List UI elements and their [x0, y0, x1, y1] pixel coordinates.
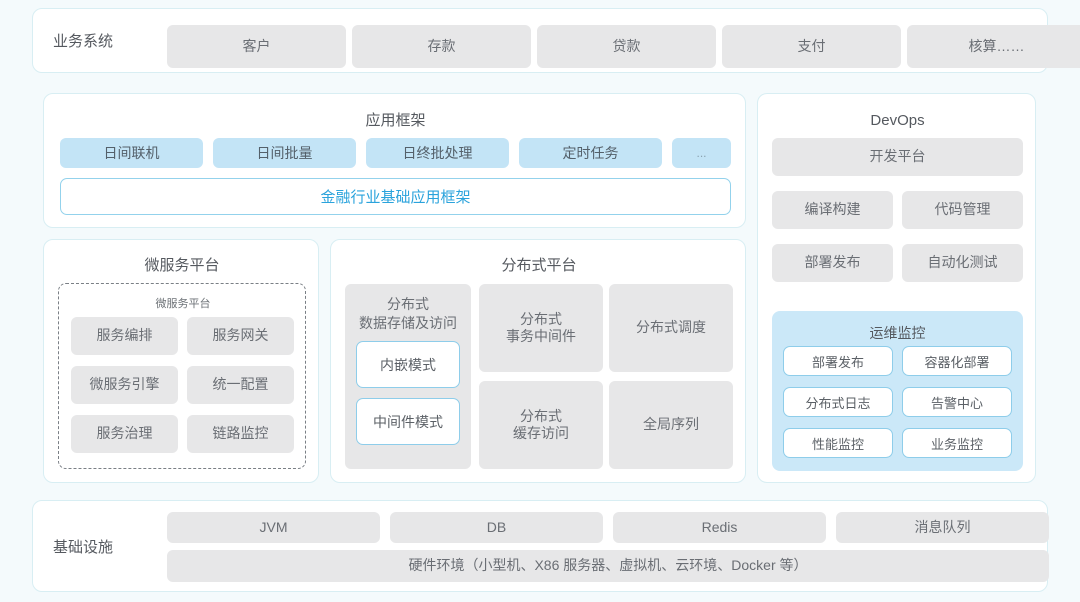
distributed-storage-column: 分布式 数据存储及访问 内嵌模式 中间件模式: [345, 284, 471, 469]
application-framework-title: 应用框架: [365, 112, 426, 129]
app-framework-chip-daytime-batch[interactable]: 日间批量: [213, 138, 356, 168]
distributed-chip-transaction-middleware[interactable]: 分布式 事务中间件: [479, 284, 603, 372]
infrastructure-card: 基础设施 JVM DB Redis 消息队列 硬件环境（小型机、X86 服务器、…: [32, 500, 1049, 592]
microservice-chip-link-monitoring[interactable]: 链路监控: [187, 415, 294, 453]
infrastructure-chip-redis[interactable]: Redis: [613, 512, 826, 543]
microservice-platform-inner-box: 微服务平台 服务编排 服务网关 微服务引擎 统一配置 服务治理 链路监控: [58, 283, 306, 469]
devops-chip-dev-platform[interactable]: 开发平台: [772, 138, 1023, 176]
distributed-storage-mode-embedded[interactable]: 内嵌模式: [356, 341, 460, 388]
devops-chip-code-management[interactable]: 代码管理: [902, 191, 1023, 229]
distributed-chip-cache-access[interactable]: 分布式 缓存访问: [479, 381, 603, 469]
devops-chip-deploy-release[interactable]: 部署发布: [772, 244, 893, 282]
microservice-chip-service-gateway[interactable]: 服务网关: [187, 317, 294, 355]
infrastructure-chip-db[interactable]: DB: [390, 512, 603, 543]
infrastructure-label: 基础设施: [53, 538, 114, 556]
devops-chip-compile-build[interactable]: 编译构建: [772, 191, 893, 229]
business-systems-label: 业务系统: [53, 33, 114, 50]
distributed-storage-mode-middleware[interactable]: 中间件模式: [356, 398, 460, 445]
microservice-chip-microservice-engine[interactable]: 微服务引擎: [71, 366, 178, 404]
ops-chip-distributed-logging[interactable]: 分布式日志: [783, 387, 893, 417]
ops-chip-deploy-release[interactable]: 部署发布: [783, 346, 893, 376]
distributed-chip-scheduling[interactable]: 分布式调度: [609, 284, 733, 372]
microservice-chip-service-governance[interactable]: 服务治理: [71, 415, 178, 453]
infrastructure-chip-jvm[interactable]: JVM: [167, 512, 380, 543]
devops-card: DevOps 开发平台 编译构建 代码管理 部署发布 自动化测试 运维监控 部署…: [757, 93, 1036, 483]
microservice-platform-title: 微服务平台: [144, 257, 220, 274]
devops-title: DevOps: [870, 112, 925, 129]
infrastructure-hardware-environment[interactable]: 硬件环境（小型机、X86 服务器、虚拟机、云环境、Docker 等）: [167, 550, 1049, 582]
app-framework-chip-more[interactable]: ...: [672, 138, 731, 168]
microservice-chip-service-orchestration[interactable]: 服务编排: [71, 317, 178, 355]
microservice-platform-card: 微服务平台 微服务平台 服务编排 服务网关 微服务引擎 统一配置 服务治理 链路…: [43, 239, 319, 483]
application-framework-card: 应用框架 日间联机 日间批量 日终批处理 定时任务 ... 金融行业基础应用框架: [43, 93, 746, 228]
devops-chip-automated-testing[interactable]: 自动化测试: [902, 244, 1023, 282]
microservice-platform-inner-title: 微服务平台: [155, 298, 211, 310]
distributed-platform-card: 分布式平台 分布式 数据存储及访问 内嵌模式 中间件模式 分布式 事务中间件 分…: [330, 239, 746, 483]
infrastructure-chip-message-queue[interactable]: 消息队列: [836, 512, 1049, 543]
distributed-platform-title: 分布式平台: [501, 257, 577, 274]
business-system-chip-loan[interactable]: 贷款: [537, 25, 716, 68]
distributed-storage-title: 分布式 数据存储及访问: [359, 296, 457, 331]
ops-monitoring-title: 运维监控: [869, 325, 926, 341]
financial-base-framework-bar[interactable]: 金融行业基础应用框架: [60, 178, 731, 215]
distributed-chip-global-sequence[interactable]: 全局序列: [609, 381, 733, 469]
business-system-chip-deposit[interactable]: 存款: [352, 25, 531, 68]
app-framework-chip-daytime-online[interactable]: 日间联机: [60, 138, 203, 168]
app-framework-chip-eod-batch[interactable]: 日终批处理: [366, 138, 509, 168]
ops-chip-alert-center[interactable]: 告警中心: [902, 387, 1012, 417]
ops-chip-business-monitoring[interactable]: 业务监控: [902, 428, 1012, 458]
microservice-chip-unified-config[interactable]: 统一配置: [187, 366, 294, 404]
app-framework-chip-scheduled-task[interactable]: 定时任务: [519, 138, 662, 168]
ops-chip-performance-monitoring[interactable]: 性能监控: [783, 428, 893, 458]
ops-monitoring-panel: 运维监控 部署发布 容器化部署 分布式日志 告警中心 性能监控 业务监控: [772, 311, 1023, 471]
ops-chip-containerized-deploy[interactable]: 容器化部署: [902, 346, 1012, 376]
business-system-chip-customer[interactable]: 客户: [167, 25, 346, 68]
business-system-chip-accounting[interactable]: 核算……: [907, 25, 1080, 68]
business-system-chip-payment[interactable]: 支付: [722, 25, 901, 68]
business-systems-card: 业务系统 客户 存款 贷款 支付 核算……: [32, 8, 1080, 73]
